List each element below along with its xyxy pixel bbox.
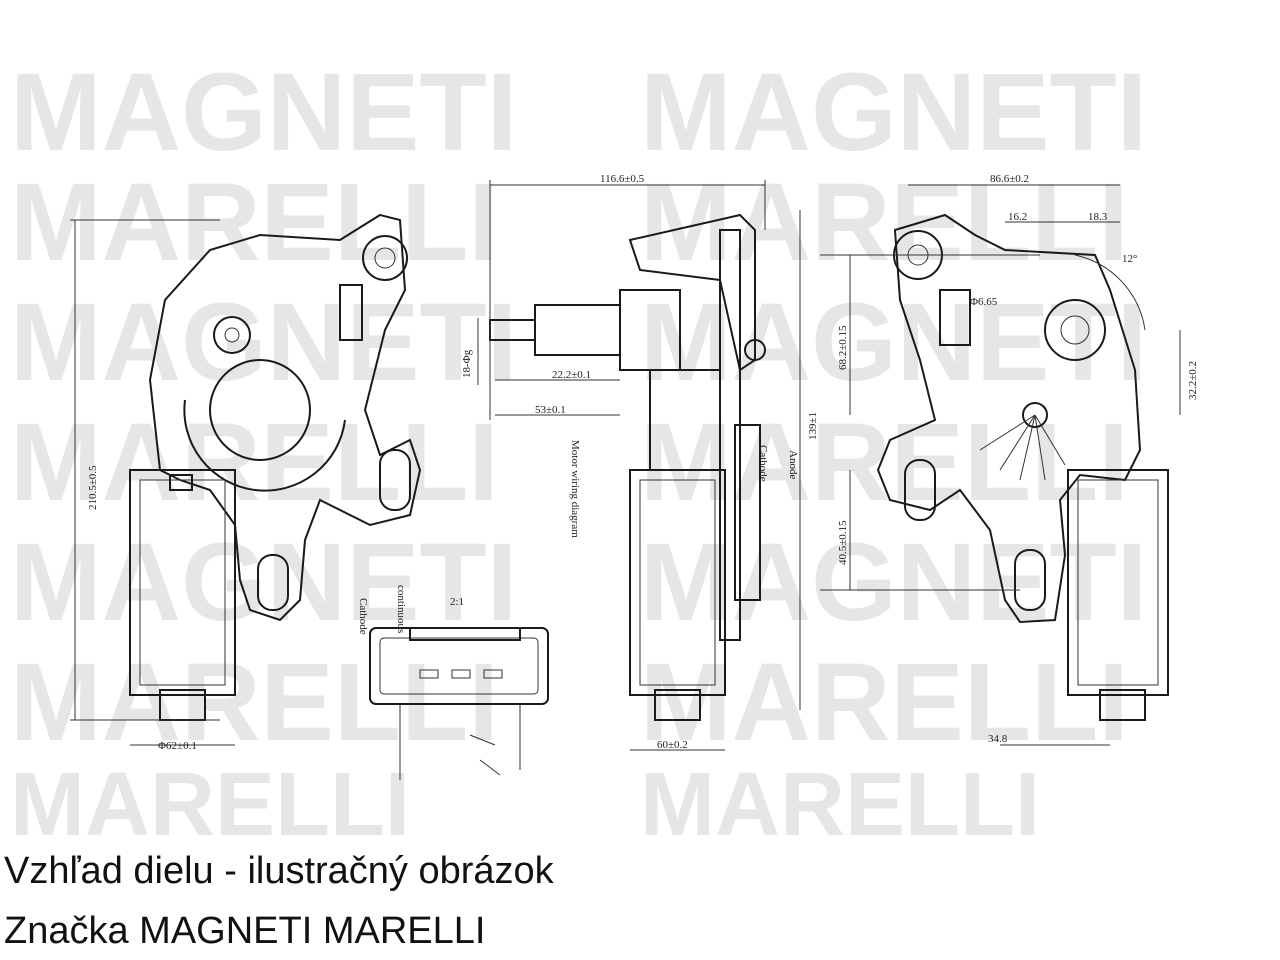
wiring-cathode: Cathode <box>757 445 769 482</box>
watermark-text: MARELLI <box>10 161 499 284</box>
dimension-label: Φ6.65 <box>970 296 998 308</box>
dimension-label: 34.8 <box>988 733 1008 745</box>
watermark-text: MAGNETI <box>10 521 517 644</box>
dimension-label: 16.2 <box>1008 211 1027 223</box>
dimension-label: 86.6±0.2 <box>990 173 1029 185</box>
watermark-text: MAGNETI <box>640 521 1147 644</box>
dimension-label: 18-Φg <box>461 349 473 378</box>
dimension-label: Φ62±0.1 <box>158 740 197 752</box>
dimension-label: 12° <box>1122 253 1137 265</box>
dimension-label: 53±0.1 <box>535 404 566 416</box>
watermark-text: MAGNETI <box>10 281 517 404</box>
wiring-diagram <box>369 627 549 780</box>
wiring-continuous-label: continuous <box>395 585 407 633</box>
dimension-label: 60±0.2 <box>657 739 688 751</box>
wiring-anode: Anode <box>787 450 799 479</box>
dimension-label: 68.2±0.15 <box>837 325 849 370</box>
wiring-title: Motor wiring diagram <box>569 440 581 538</box>
view-caption: Vzhľad dielu - ilustračný obrázok <box>4 850 554 892</box>
watermark-text: MARELLI <box>10 641 499 764</box>
watermark-text: MARELLI <box>640 401 1129 524</box>
dimension-label: 40.5±0.15 <box>837 520 849 565</box>
dimension-label: 18.3 <box>1088 211 1108 223</box>
front-view <box>70 213 422 746</box>
technical-drawing: MAGNETI MAGNETI MARELLI MARELLI MAGNETI … <box>10 51 1199 840</box>
watermark-text: MAGNETI <box>10 51 517 174</box>
brand-caption: Značka MAGNETI MARELLI <box>4 910 486 952</box>
wiring-scale: 2:1 <box>450 596 464 608</box>
dimension-label: 32.2±0.2 <box>1187 361 1199 400</box>
dimension-label: 116.6±0.5 <box>600 173 645 185</box>
side-view <box>477 180 801 751</box>
rear-view <box>820 184 1181 746</box>
watermark-text: MARELLI <box>10 755 410 840</box>
dimension-label: 22.2±0.1 <box>552 369 591 381</box>
watermark-text: MARELLI <box>640 755 1040 840</box>
watermark-text: MARELLI <box>640 641 1129 764</box>
dimension-label: 210.5±0.5 <box>87 465 99 510</box>
dimension-label: 139±1 <box>807 412 819 440</box>
watermark-text: MARELLI <box>10 401 499 524</box>
watermark-text: MAGNETI <box>640 51 1147 174</box>
watermark: MAGNETI MAGNETI MARELLI MARELLI MAGNETI … <box>10 51 1147 840</box>
wiring-cathode-label: Cathode <box>357 598 369 635</box>
